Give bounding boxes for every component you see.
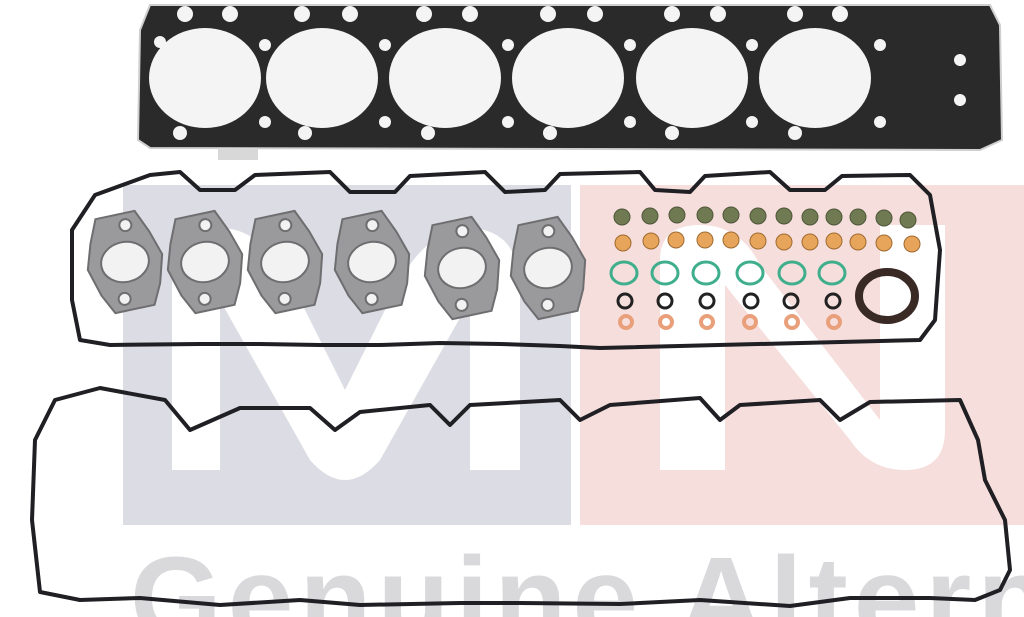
head-gasket <box>136 4 1004 160</box>
valve-stem-seals-green <box>613 206 917 229</box>
copper-washers <box>618 314 842 330</box>
o-rings-black <box>616 292 842 310</box>
valve-stem-seals-orange <box>614 231 921 253</box>
valve-cover-gasket-lower <box>30 386 1012 608</box>
o-rings-green <box>609 260 847 286</box>
shaft-seal <box>855 268 919 324</box>
exhaust-manifold-gaskets <box>86 209 587 321</box>
valve-cover-gasket-upper <box>70 170 942 350</box>
